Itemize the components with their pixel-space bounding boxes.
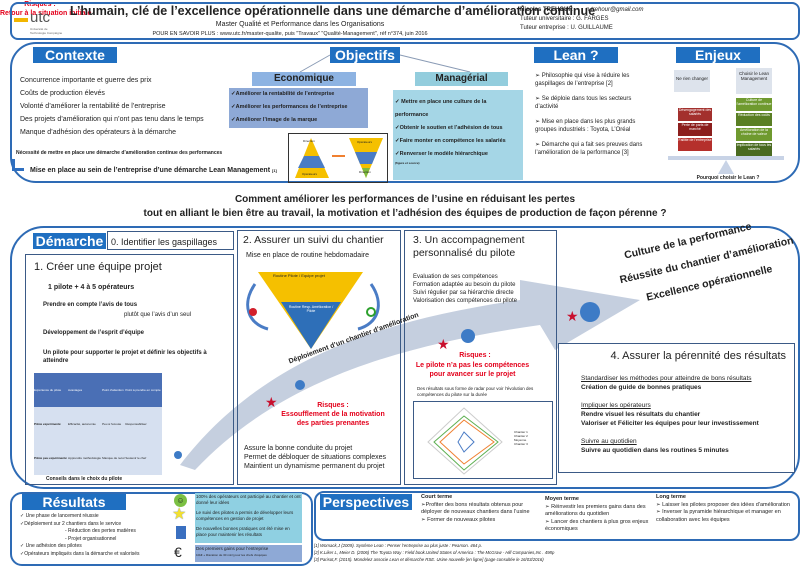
top-section [10,42,800,183]
author: Nicolas TREHOUR [520,7,573,13]
euro-icon: € [174,544,182,560]
references: [1] Womack,J (2009). Système Lean : Pens… [314,543,555,562]
balance-figure: Ne rien changer Choisir le Lean Manageme… [668,68,784,183]
demarche-section [10,226,800,489]
managerial-title: Managérial [415,72,508,86]
step4-box: 4. Assurer la pérennité des résultats St… [558,343,795,473]
perspective-moyen: Moyen terme➢ Réinvestir les premiers gai… [545,496,649,532]
demarche-title: Démarche [33,233,106,249]
objectifs-title: Objectifs [330,47,400,63]
perspective-court: Court terme➢Profiter des bons résultats … [421,494,530,523]
resultats-list: ✓ Une phase de lancement réussie✓Déploie… [20,513,140,557]
risk-star-icon: ★ [566,308,579,324]
economique-title: Economique [252,72,356,86]
milestone-dot [295,380,305,390]
resultats-section [10,492,313,566]
risk-final-title: Risques : [24,1,56,8]
step1-box: 1. Créer une équipe projet 1 pilote + 4 … [25,254,234,485]
perspective-long: Long terme➢ Laisser les pilotes proposer… [656,494,790,523]
lean-list: ➢ Philosophie qui vise à réduire les gas… [535,73,643,156]
arrow-icon [12,159,24,171]
risk-final: Retour à la situation initiale [0,10,92,17]
step2-box: 2. Assurer un suivi du chantier Mise en … [237,230,401,485]
milestone-dot [461,329,475,343]
contexte-list: Concurrence importante et guerre des pri… [20,77,204,136]
risk-star-icon: ★ [437,336,450,352]
email[interactable]: n.trehour@gmail.com [586,7,644,13]
smiley-icon: ☺ [174,494,187,507]
pyramid-figure: Direction Opérateurs Opérateurs Directio… [288,133,388,183]
research-question: Comment améliorer les performances de l’… [143,194,667,219]
more-info: POUR EN SAVOIR PLUS : www.utc.fr/master-… [152,31,428,37]
star-icon: ★ [172,506,187,523]
header [10,2,800,40]
subtitle-text: Master Qualité et Performance dans les O… [215,21,385,28]
contexte-title: Contexte [33,47,117,63]
perspectives-section [314,491,800,541]
step0-box: 0. Identifier les gaspillages [107,231,234,250]
objectifs-arrows [299,54,471,73]
resultats-title: Résultats [22,494,126,510]
routine-diagram [246,272,380,349]
tutor-univ: Tuteur universitaire : G. FARGES [520,16,609,22]
conclusion: Mise en place au sein de l’entreprise d’… [30,167,277,174]
necessity: Nécessité de mettre en place une démarch… [16,150,223,156]
perspectives-title: Perspectives [320,494,412,510]
risk-star-icon: ★ [265,394,278,410]
tutor-company: Tuteur entreprise : U. GUILLAUME [520,25,613,31]
utc-logo: utc Université de Technologie Compiègne [14,8,64,36]
resultats-highlights: 100% des opérateurs ont participé au cha… [195,493,302,543]
enjeux-title: Enjeux [676,47,760,63]
managerial-list: ✓ Mettre en place une culture de la perf… [393,90,523,180]
economique-list: ✓Améliorer la rentabilité de l’entrepris… [229,88,368,128]
document-icon [176,526,186,539]
milestone-dot [580,302,600,322]
step3-box: 3. Un accompagnement personnalisé du pil… [404,230,557,485]
lean-title: Lean ? [534,47,618,63]
